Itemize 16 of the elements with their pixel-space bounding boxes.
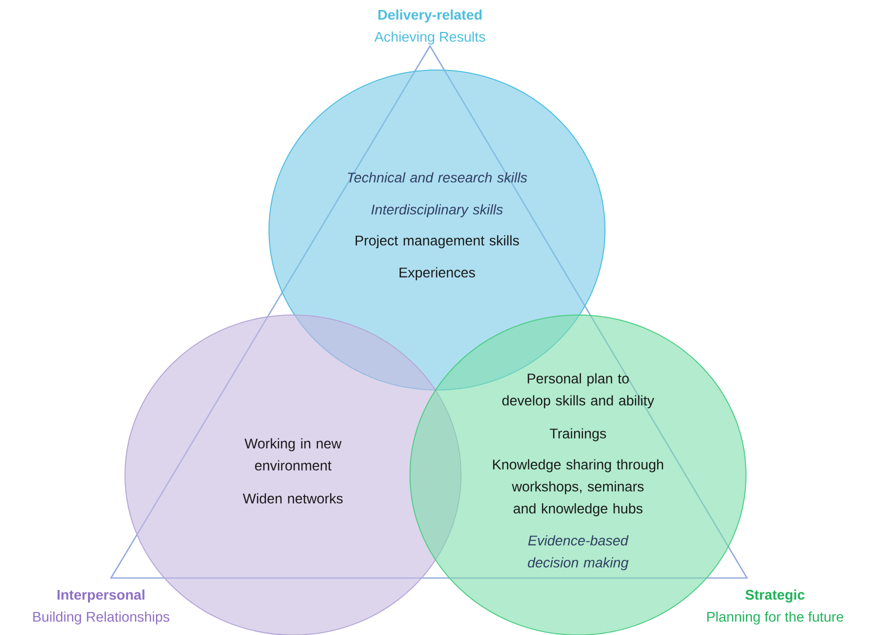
corner-subheading: Building Relationships — [33, 611, 170, 625]
skill-text: Personal plan to develop skills and ability — [502, 373, 654, 408]
corner-heading: Strategic — [745, 589, 805, 603]
skill-text: Widen networks — [242, 493, 343, 504]
corner-heading: Delivery-related — [378, 9, 482, 23]
corner-subheading: Planning for the future — [707, 611, 844, 625]
skill-text: Experiences — [400, 267, 475, 280]
skill-text: Knowledge sharing through workshops, seminars and knowledge hubs — [493, 459, 664, 516]
skill-text: Trainings — [550, 428, 606, 442]
skill-text: Evidence-based decision making — [528, 535, 629, 570]
corner-subheading: Achieving Results — [374, 31, 486, 45]
corner-heading: Interpersonal — [58, 589, 144, 603]
skill-text: Technical and research skills — [348, 172, 528, 182]
skill-text: Interdisciplinary skills — [371, 204, 503, 218]
skill-text: Project management skills — [356, 235, 519, 248]
skill-text: Working in new environment — [244, 438, 342, 470]
